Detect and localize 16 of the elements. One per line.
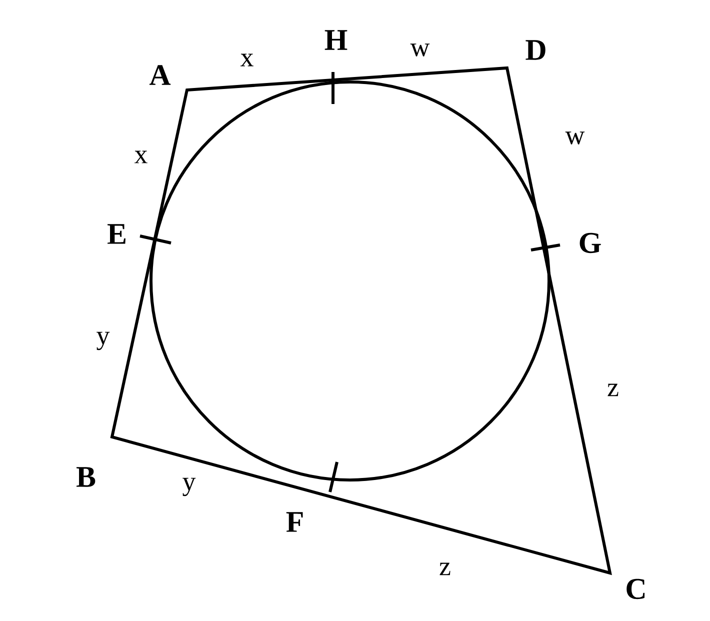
length-label: y <box>96 332 110 350</box>
point-label: C <box>626 578 645 600</box>
length-label: x <box>134 150 148 164</box>
length-label: z <box>608 384 618 396</box>
length-label: z <box>440 562 450 576</box>
length-label: y <box>182 478 196 496</box>
point-label: D <box>526 40 546 60</box>
point-label: H <box>324 30 348 50</box>
point-label: E <box>108 224 126 244</box>
length-label: x <box>240 54 254 66</box>
point-label: B <box>76 467 96 487</box>
point-label: G <box>580 232 601 254</box>
point-label: A <box>149 65 171 85</box>
length-label: w <box>565 132 585 144</box>
point-label: F <box>286 512 303 532</box>
length-label: w <box>410 44 430 56</box>
